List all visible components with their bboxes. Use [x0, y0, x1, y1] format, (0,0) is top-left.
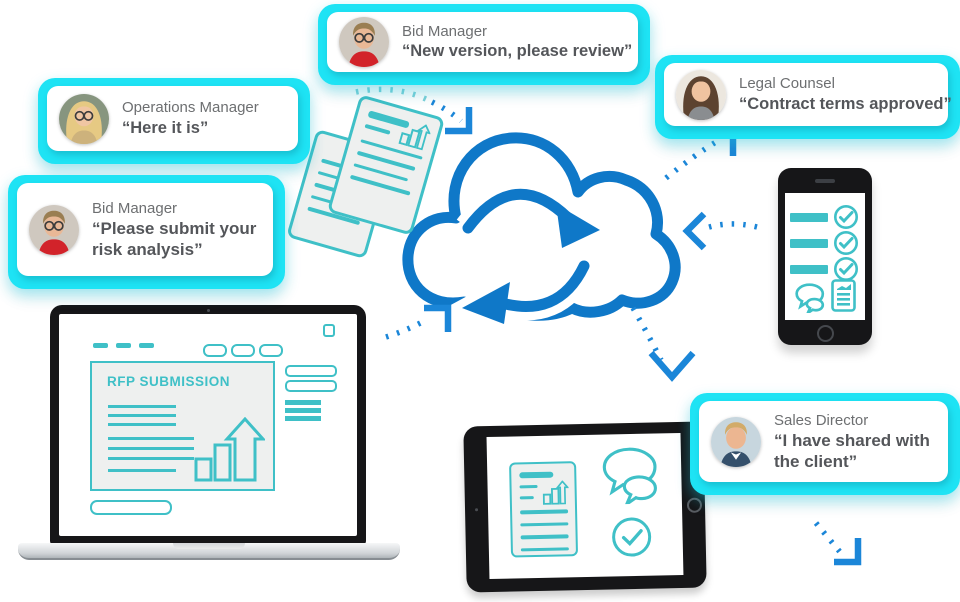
- tab-pill-icon: [231, 344, 255, 357]
- role-label: Bid Manager: [92, 199, 178, 217]
- bar-chart-arrow-icon: [542, 480, 569, 505]
- speech-card: Legal Counsel “Contract terms approved”: [664, 63, 952, 126]
- checklist-row: [790, 204, 859, 230]
- sync-arrow-bottom: [492, 260, 590, 312]
- tablet-camera-icon: [474, 507, 479, 511]
- sync-arrowhead-left: [462, 282, 510, 324]
- laptop-screen: RFP SUBMISSION: [50, 305, 366, 545]
- check-circle-icon: [834, 205, 858, 229]
- tablet-screen: [486, 432, 684, 580]
- bar-chart-arrow-icon: [194, 417, 265, 482]
- cloud-sync-icon: [402, 132, 681, 336]
- webcam-icon: [207, 309, 210, 312]
- rfp-submission-panel: RFP SUBMISSION: [90, 361, 275, 491]
- sidebar-pill-icon: [285, 365, 337, 377]
- quote-text: “New version, please review”: [402, 42, 633, 61]
- tablet: [463, 421, 707, 593]
- cloud-outline: [402, 132, 681, 321]
- speech-card: Bid Manager “Please submit your risk ana…: [17, 183, 273, 276]
- avatar: [676, 69, 726, 120]
- flow-phone-to-cloud: [702, 221, 758, 232]
- role-label: Legal Counsel: [739, 75, 835, 93]
- menu-dash-icon: [93, 343, 108, 348]
- sidebar-bar-icon: [285, 400, 321, 405]
- flow-sales-to-client: [813, 521, 843, 554]
- phone-screen: [785, 193, 865, 320]
- sidebar-bar-icon: [285, 408, 321, 413]
- sidebar-pill-icon: [285, 380, 337, 392]
- avatar: [59, 93, 109, 144]
- document-chart-icon: [831, 279, 856, 312]
- speech-bubble-legal-counsel: Legal Counsel “Contract terms approved”: [655, 55, 960, 139]
- phone-home-button: [816, 325, 834, 342]
- quote-text: “Contract terms approved”: [739, 94, 952, 113]
- sync-arrow-top: [462, 188, 574, 234]
- phone-speaker-icon: [815, 179, 835, 183]
- document-chart-icon: [509, 461, 579, 558]
- speech-card: Operations Manager “Here it is”: [47, 86, 298, 151]
- laptop-display: RFP SUBMISSION: [59, 314, 357, 536]
- bar-chart-arrow-icon: [398, 124, 432, 151]
- speech-card: Bid Manager “New version, please review”: [327, 12, 638, 72]
- chat-bubbles-icon: [602, 447, 657, 505]
- chat-bubbles-icon: [795, 283, 825, 313]
- tab-pill-icon: [259, 344, 283, 357]
- footer-button-icon: [90, 500, 172, 515]
- tab-pill-icon: [203, 344, 227, 357]
- rfp-panel-title: RFP SUBMISSION: [107, 374, 231, 389]
- avatar: [29, 204, 79, 255]
- window-square-icon: [323, 324, 335, 337]
- speech-card: Sales Director “I have shared with the c…: [699, 401, 948, 482]
- quote-text: “I have shared with the client”: [774, 431, 930, 472]
- speech-bubble-sales-director: Sales Director “I have shared with the c…: [690, 393, 960, 495]
- speech-bubble-operations-manager: Operations Manager “Here it is”: [38, 78, 310, 164]
- document-front: [326, 94, 446, 236]
- role-label: Operations Manager: [122, 99, 259, 117]
- laptop: RFP SUBMISSION: [18, 303, 400, 563]
- role-label: Bid Manager: [402, 22, 488, 40]
- avatar: [711, 416, 761, 467]
- menu-dash-icon: [116, 343, 131, 348]
- arrowhead-down-icon: [648, 350, 696, 382]
- menu-dash-icon: [139, 343, 154, 348]
- quote-text: “Please submit your risk analysis”: [92, 219, 257, 260]
- documents-stack-icon: [286, 94, 446, 260]
- checklist-row: [790, 230, 859, 256]
- laptop-base: [18, 543, 400, 560]
- check-circle-icon: [834, 231, 858, 255]
- sync-arrowhead-right: [556, 204, 600, 248]
- arrowhead-left-icon: [682, 211, 707, 251]
- role-label: Sales Director: [774, 411, 869, 429]
- speech-bubble-bid-manager-top: Bid Manager “New version, please review”: [318, 4, 650, 85]
- avatar: [339, 17, 389, 67]
- speech-bubble-bid-manager-left: Bid Manager “Please submit your risk ana…: [8, 175, 285, 289]
- sidebar-bar-icon: [285, 416, 321, 421]
- quote-text: “Here it is”: [122, 118, 209, 137]
- tablet-home-button: [686, 497, 702, 513]
- smartphone: [778, 168, 872, 345]
- check-circle-icon: [612, 517, 652, 557]
- arrowhead-down-right-icon: [834, 538, 862, 566]
